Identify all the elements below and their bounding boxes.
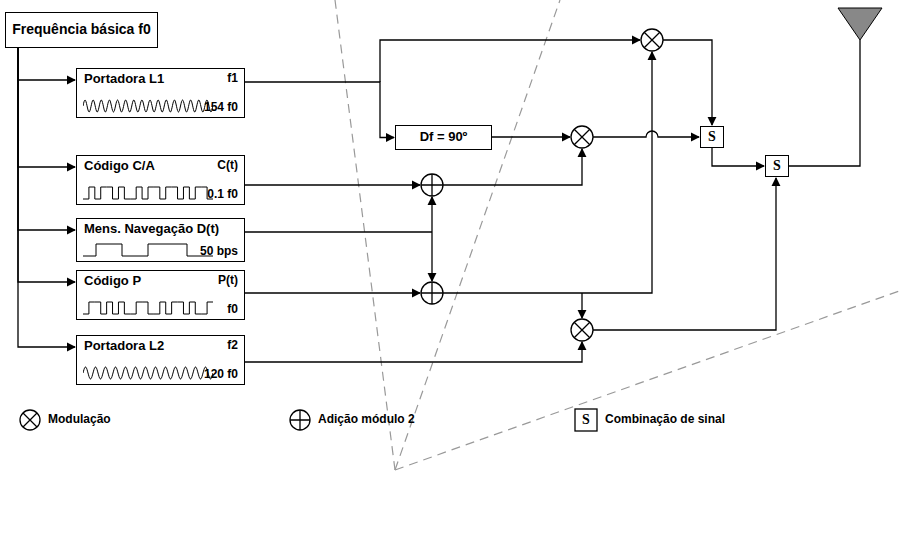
antenna-symbol bbox=[838, 8, 882, 40]
node-title: Df = 90º bbox=[420, 130, 468, 144]
carrier-box: Portadora L2 f2 120 f0 bbox=[76, 335, 245, 385]
node-title: Código P bbox=[84, 274, 141, 288]
waveform-picture bbox=[83, 186, 213, 200]
node-value: f0 bbox=[227, 303, 238, 316]
node-value: 120 f0 bbox=[204, 368, 238, 381]
code-box: Código P P(t) f0 bbox=[76, 270, 245, 320]
phase-shift-box: Df = 90º bbox=[395, 125, 492, 150]
node-title: S bbox=[708, 129, 716, 144]
node-title: Portadora L2 bbox=[84, 339, 164, 353]
legend-text: Adição módulo 2 bbox=[318, 412, 415, 426]
node-value: 0.1 f0 bbox=[207, 188, 238, 201]
combiner-box: S bbox=[765, 155, 789, 177]
signal-connector bbox=[18, 48, 75, 282]
node-value: f2 bbox=[227, 339, 238, 352]
adder-symbols bbox=[421, 174, 443, 304]
node-value: 154 f0 bbox=[204, 101, 238, 114]
node-value: C(t) bbox=[217, 159, 238, 172]
node-title: Portadora L1 bbox=[84, 72, 164, 86]
code-box: Código C/A C(t) 0.1 f0 bbox=[76, 155, 245, 205]
node-title: Mens. Navegação D(t) bbox=[84, 222, 219, 236]
signal-connector bbox=[18, 48, 75, 347]
signal-connector bbox=[712, 148, 764, 166]
legend-text: Modulação bbox=[48, 412, 111, 426]
signal-wires bbox=[245, 40, 860, 362]
waveform-picture bbox=[83, 243, 213, 257]
node-title: Código C/A bbox=[84, 159, 155, 173]
legend-text: Combinação de sinal bbox=[605, 412, 725, 426]
beam-lines bbox=[335, 0, 902, 470]
waveform-picture bbox=[83, 99, 213, 113]
carrier-box: Portadora L1 f1 154 f0 bbox=[76, 68, 245, 118]
modulator-symbols bbox=[571, 29, 663, 341]
legend-sample-letter: S bbox=[575, 409, 597, 431]
node-value: P(t) bbox=[218, 274, 238, 287]
node-title: Frequência básica f0 bbox=[12, 22, 151, 37]
node-value: 50 bps bbox=[200, 245, 238, 258]
frequency-box: Frequência básica f0 bbox=[5, 12, 158, 48]
waveform-picture bbox=[83, 366, 213, 380]
signal-connector bbox=[18, 48, 75, 167]
node-title: S bbox=[773, 158, 781, 173]
signal-connector bbox=[18, 48, 75, 80]
waveform-picture bbox=[83, 301, 213, 315]
signal-connector bbox=[245, 82, 394, 138]
legend-symbols bbox=[20, 409, 597, 431]
signal-connector bbox=[18, 48, 75, 230]
node-value: f1 bbox=[227, 72, 238, 85]
combiner-box: S bbox=[700, 126, 724, 148]
message-box: Mens. Navegação D(t) 50 bps bbox=[76, 218, 245, 262]
